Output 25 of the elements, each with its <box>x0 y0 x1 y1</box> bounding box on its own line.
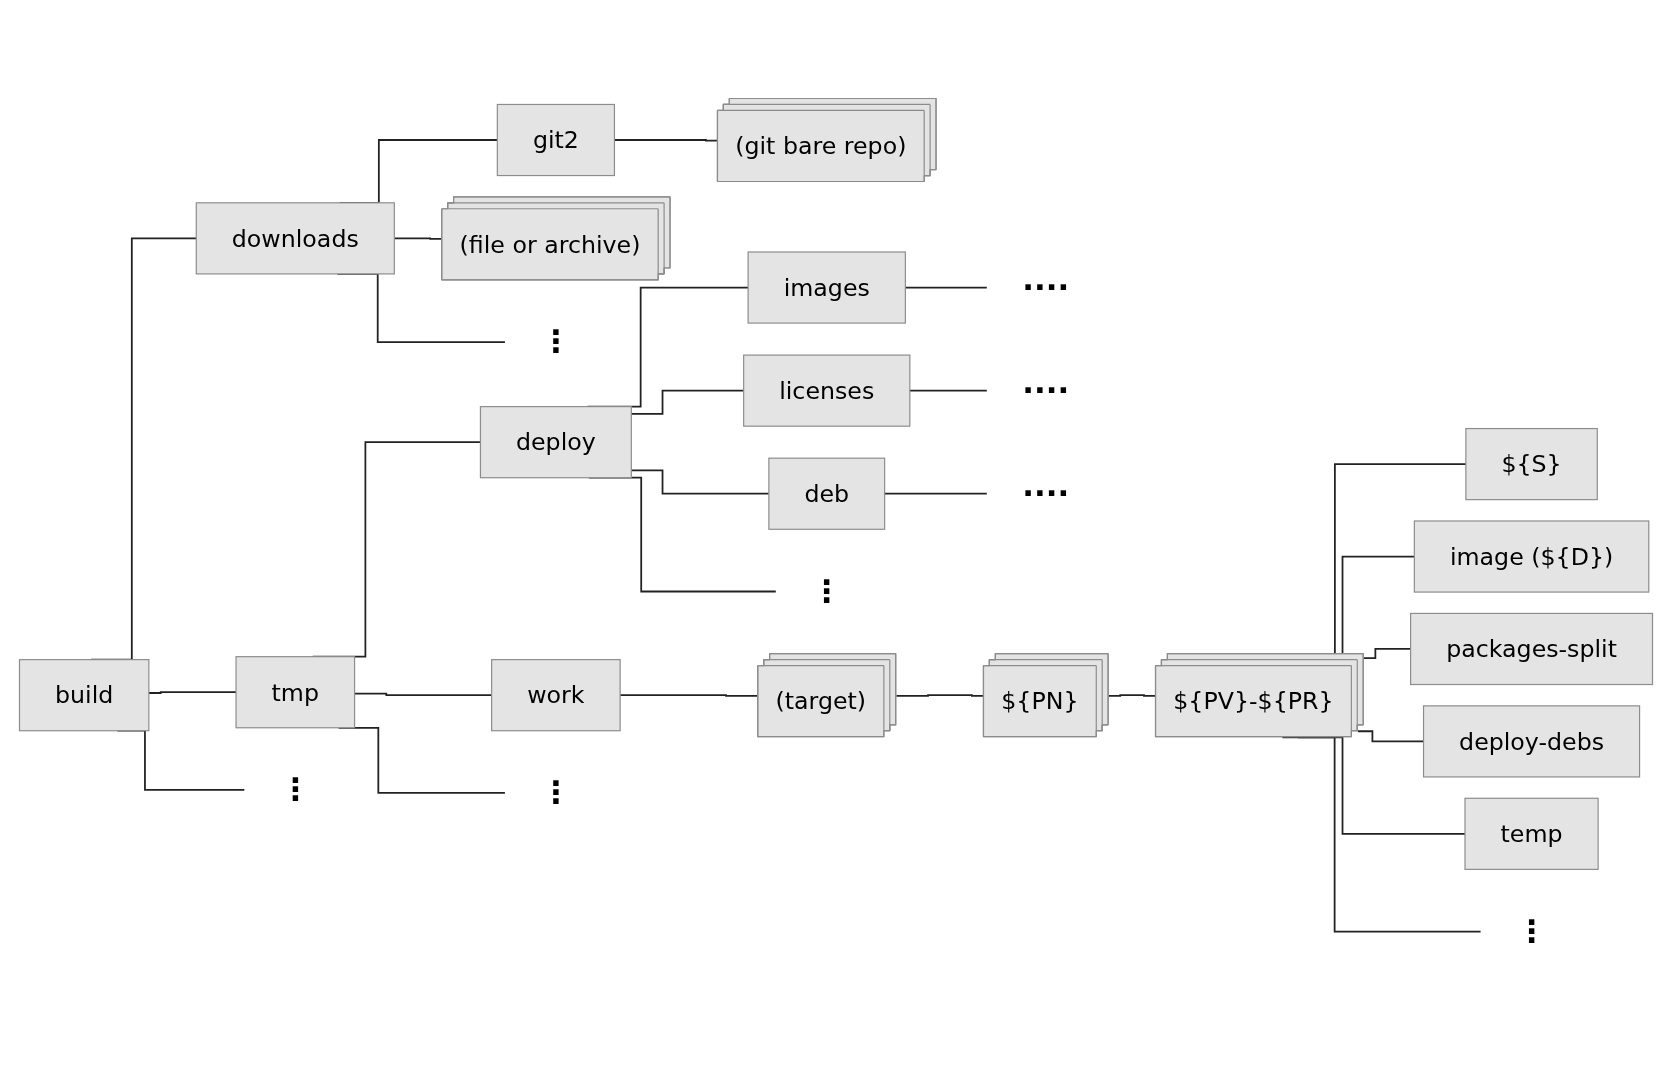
connector <box>1107 694 1157 697</box>
node-box: work <box>491 659 621 732</box>
node-text: ⋮ <box>1516 913 1547 949</box>
node-box: deploy <box>479 406 632 479</box>
node-box: temp <box>1464 797 1599 870</box>
node-box: build <box>18 659 150 732</box>
connector <box>895 694 985 697</box>
node-text: ···· <box>1022 372 1070 408</box>
node-text: ···· <box>1022 475 1070 511</box>
node-box: deb <box>768 457 886 530</box>
node-text: ⋮ <box>540 323 572 360</box>
node-box: image (${D}) <box>1413 520 1650 593</box>
node-text: ⋮ <box>279 771 311 808</box>
node-text: ···· <box>1022 269 1070 305</box>
node-box: deploy-debs <box>1422 705 1641 778</box>
node-box: licenses <box>743 354 911 427</box>
node-box: tmp <box>235 656 356 729</box>
connector <box>148 691 237 694</box>
node-box: downloads <box>195 202 395 275</box>
node-box: git2 <box>496 103 616 177</box>
node-box: packages-split <box>1410 612 1654 686</box>
node-box: images <box>747 251 906 324</box>
node-box: ${S} <box>1465 427 1598 501</box>
node-text: ⋮ <box>540 774 572 811</box>
node-text: ⋮ <box>811 573 843 609</box>
